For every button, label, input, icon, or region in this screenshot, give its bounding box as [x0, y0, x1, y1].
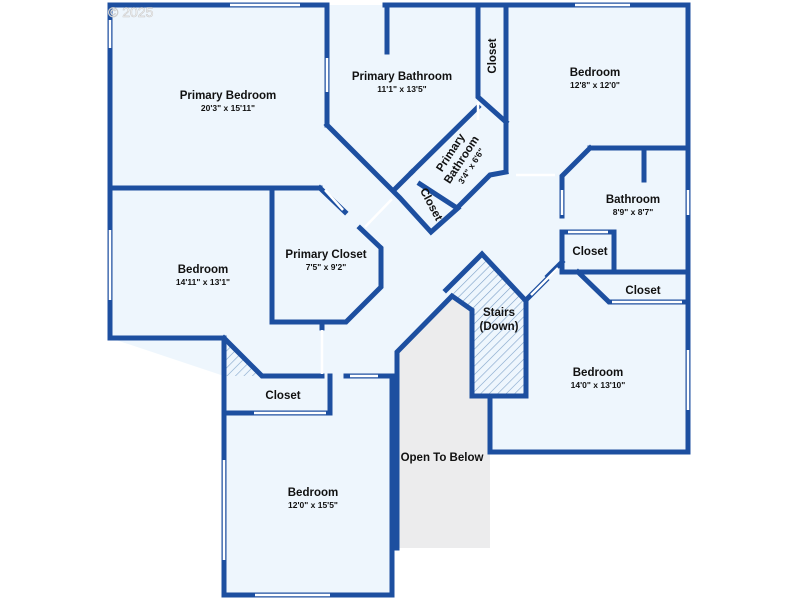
- stairs-direction: (Down): [480, 321, 519, 333]
- bedroom-sw-dims: 12'0" x 15'5": [288, 500, 338, 510]
- open-to-below-name: Open To Below: [401, 452, 484, 464]
- windows: [108, 3, 690, 597]
- bedroom-ne-name: Bedroom: [570, 67, 620, 79]
- stairs-hatch: [446, 254, 526, 396]
- primary-bedroom-dims: 20'3" x 15'11": [201, 103, 255, 113]
- bathroom-dims: 8'9" x 8'7": [613, 207, 653, 217]
- primary-bathroom-name: Primary Bathroom: [352, 71, 452, 83]
- closet-right-name: Closet: [625, 285, 660, 297]
- closet-top-name: Closet: [487, 38, 499, 73]
- bedroom-ne-dims: 12'8" x 12'0": [570, 80, 620, 90]
- primary-closet-name: Primary Closet: [285, 249, 366, 261]
- primary-bathroom-dims: 11'1" x 13'5": [377, 84, 426, 94]
- stairs-name: Stairs: [483, 307, 515, 319]
- primary-closet-dims: 7'5" x 9'2": [306, 262, 346, 272]
- walls: [107, 2, 691, 598]
- copyright-watermark: © 2025: [108, 4, 154, 20]
- closet-small-name: Closet: [572, 246, 607, 258]
- bedroom-w-dims: 14'11" x 13'1": [176, 277, 230, 287]
- bedroom-e-dims: 14'0" x 13'10": [571, 380, 626, 390]
- bedroom-sw-name: Bedroom: [288, 487, 338, 499]
- primary-bedroom-name: Primary Bedroom: [180, 90, 277, 102]
- open-to-below-area: [397, 296, 490, 548]
- bedroom-e-name: Bedroom: [573, 367, 623, 379]
- closet-sw-name: Closet: [265, 390, 300, 402]
- bedroom-w-name: Bedroom: [178, 264, 228, 276]
- bathroom-name: Bathroom: [606, 194, 660, 206]
